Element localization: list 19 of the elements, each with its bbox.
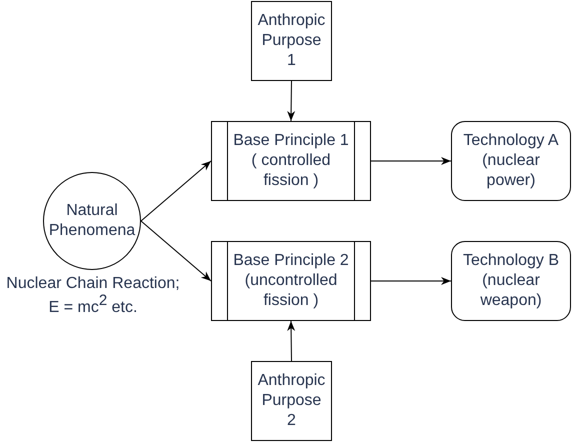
arrow bbox=[287, 80, 296, 122]
rounded-box bbox=[451, 241, 571, 321]
node-label: Technology A (nuclear power) bbox=[462, 131, 560, 191]
arrow bbox=[287, 320, 296, 362]
process-box bbox=[251, 1, 332, 81]
node-label: Anthropic Purpose 1 bbox=[256, 11, 326, 71]
arrow bbox=[140, 220, 212, 282]
arrow bbox=[140, 160, 212, 222]
node-label: Base Principle 1 ( controlled fission ) bbox=[232, 131, 350, 191]
subprocess-box bbox=[211, 241, 371, 321]
node-label: Natural Phenomena bbox=[48, 201, 136, 241]
subprocess-box bbox=[211, 121, 371, 201]
rounded-box bbox=[451, 121, 571, 201]
node-label: Technology B (nuclear weapon) bbox=[462, 251, 560, 311]
node-label: Anthropic Purpose 2 bbox=[256, 371, 326, 431]
node-label: Base Principle 2 (uncontrolled fission ) bbox=[232, 251, 350, 311]
arrow bbox=[370, 277, 452, 285]
arrow bbox=[370, 157, 452, 165]
process-box bbox=[251, 361, 332, 441]
